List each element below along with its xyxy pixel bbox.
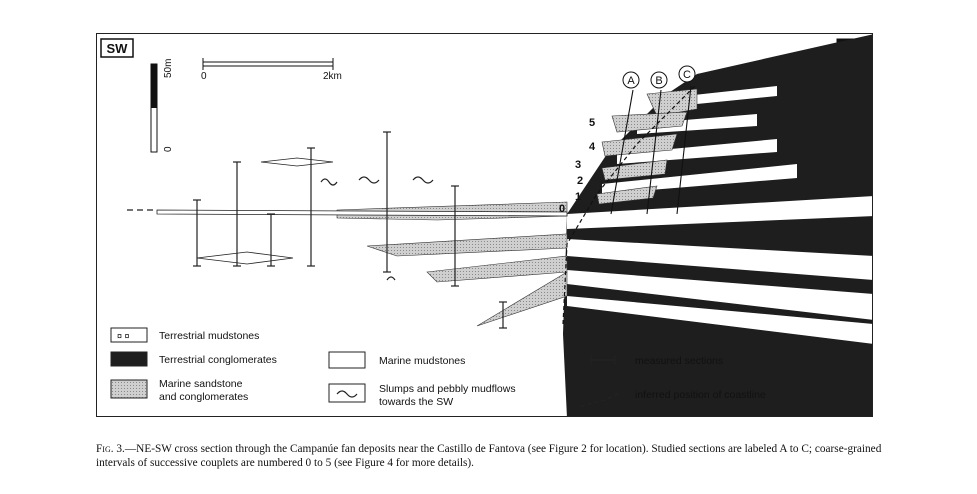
svg-text:A: A [627, 75, 635, 87]
svg-text:C: C [683, 69, 691, 81]
vertical-scale-bar: 50m 0 [150, 59, 174, 153]
svg-text:towards the SW: towards the SW [379, 396, 453, 408]
svg-text:0: 0 [559, 203, 565, 215]
inferred-coastline [562, 83, 698, 325]
svg-text:SW: SW [107, 41, 129, 56]
svg-text:Marine sandstone: Marine sandstone [159, 378, 243, 390]
svg-text:Terrestrial conglomerates: Terrestrial conglomerates [159, 354, 277, 366]
legend-terrestrial-mudstones: ¤ ¤ Terrestrial mudstones [110, 327, 259, 343]
svg-text:measured sections: measured sections [635, 355, 723, 367]
svg-text:2km: 2km [323, 71, 342, 82]
svg-text:B: B [655, 75, 662, 87]
legend-marine-sandstone: Marine sandstone and conglomerates [110, 378, 248, 403]
svg-text:¤ ¤: ¤ ¤ [117, 331, 130, 341]
svg-text:5: 5 [589, 117, 595, 129]
measured-section-bars [193, 131, 507, 329]
section-label-a: A [622, 71, 640, 89]
section-label-c: C [678, 65, 696, 83]
svg-text:1: 1 [575, 191, 581, 203]
legend-measured-sections: measured sections [590, 355, 723, 367]
section-label-b: B [650, 71, 668, 89]
svg-text:3: 3 [575, 159, 581, 171]
legend: ¤ ¤ Terrestrial mudstones Terrestrial co… [110, 327, 766, 408]
svg-text:2: 2 [577, 175, 583, 187]
legend-terrestrial-conglomerates: Terrestrial conglomerates [110, 351, 277, 367]
svg-text:4: 4 [589, 141, 596, 153]
svg-text:0: 0 [201, 71, 207, 82]
svg-text:and conglomerates: and conglomerates [159, 391, 248, 403]
slump-symbols [320, 176, 434, 281]
legend-marine-mudstones: Marine mudstones [328, 351, 465, 369]
svg-text:50m: 50m [163, 59, 174, 78]
figure-caption: Fig. 3.—NE-SW cross section through the … [96, 442, 886, 470]
svg-text:0: 0 [163, 146, 174, 152]
svg-text:Slumps and pebbly mudflows: Slumps and pebbly mudflows [379, 383, 516, 395]
caption-text: —NE-SW cross section through the Campanú… [96, 443, 882, 469]
svg-text:Marine mudstones: Marine mudstones [379, 355, 465, 367]
svg-text:inferred position of coastline: inferred position of coastline [635, 389, 766, 401]
svg-text:Terrestrial mudstones: Terrestrial mudstones [159, 330, 259, 342]
legend-coastline: inferred position of coastline [580, 389, 766, 407]
couplet-numbers: 5 4 3 2 1 0 [559, 117, 596, 215]
marine-sandstone-tongues [336, 88, 698, 327]
section-lines [610, 85, 692, 215]
horizontal-scale-bar: 0 2km [201, 58, 342, 82]
legend-slumps: Slumps and pebbly mudflows towards the S… [328, 383, 516, 408]
figure-panel: SW NE 50m 0 0 2km [96, 33, 873, 417]
sw-corner-label: SW [100, 38, 134, 58]
marine-mudstone-tongues [567, 86, 872, 344]
caption-figure-label: Fig. 3. [96, 443, 125, 455]
marine-mudstone-lenses [156, 157, 568, 265]
